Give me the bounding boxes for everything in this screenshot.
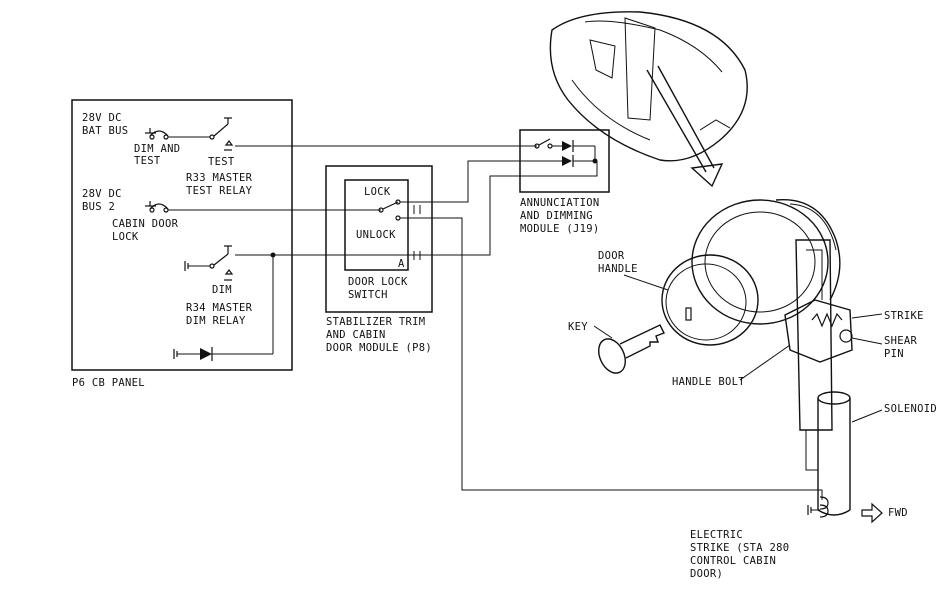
bat-bus-label-1: 28V DC [82,112,122,124]
test-label: TEST [208,156,235,168]
j19-name-3: MODULE (J19) [520,223,599,235]
p8-module-box [325,165,433,313]
p6-cb-panel: 28V DC BAT BUS DIM AND TEST TEST R33 MAS… [71,99,293,389]
wire-dim-to-j19 [235,161,598,256]
key-icon [598,324,665,374]
electric-strike-label-2: STRIKE (STA 280 [690,542,789,554]
key-label: KEY [568,321,588,333]
p6-panel-box [71,99,293,371]
r34-label-1: R34 MASTER [186,302,253,314]
j19-diodes [520,138,598,167]
electric-strike-label-1: ELECTRIC [690,529,743,541]
solenoid-label: SOLENOID [884,403,937,415]
fwd-arrow-icon [861,502,883,524]
dim-test-label-1: DIM AND [134,143,180,155]
junction-dim [270,252,276,258]
electric-strike-ground [807,496,829,518]
bus2-label-2: BUS 2 [82,201,115,213]
shear-pin-label-2: PIN [884,348,904,360]
electric-strike-label-3: CONTROL CABIN [690,555,776,567]
door-lock-switch-box [344,179,409,271]
strike-label: STRIKE [884,310,924,322]
p8-name-2: AND CABIN [326,329,386,341]
p6-panel-name: P6 CB PANEL [72,377,145,389]
wire-unlock-to-strike [400,217,823,500]
shear-pin-label-1: SHEAR [884,335,917,347]
cabin-door-lock-breaker-symbol [145,201,169,213]
r33-label-2: TEST RELAY [186,185,253,197]
door-hardware-illustration [598,198,853,518]
cockpit-view-illustration [549,11,748,188]
door-lock-switch-label-1: DOOR LOCK [348,276,408,288]
p8-name-3: DOOR MODULE (P8) [326,342,432,354]
terminal-a-label: A [398,258,405,270]
wire-lock-to-j19 [400,160,520,203]
door-lock-switch-label-2: SWITCH [348,289,388,301]
diode-ground-symbol [173,255,274,361]
cabin-door-lock-label-2: LOCK [112,231,139,243]
wiring [168,145,823,500]
dim-label: DIM [212,284,232,296]
unlock-label: UNLOCK [356,229,396,241]
door-handle-label-1: DOOR [598,250,625,262]
r33-label-1: R33 MASTER [186,172,253,184]
shear-pin-spring [811,312,853,343]
r34-relay-contact [184,245,234,281]
p8-module: LOCK UNLOCK A DOOR LOCK SWITCH STABILIZE… [325,165,433,354]
door-handle-label-2: HANDLE [598,263,638,275]
fwd-label: FWD [888,507,908,519]
p8-name-1: STABILIZER TRIM [326,316,425,328]
j19-name-1: ANNUNCIATION [520,197,599,209]
j19-name-2: AND DIMMING [520,210,593,222]
bat-bus-label-2: BAT BUS [82,125,128,137]
cabin-door-lock-label-1: CABIN DOOR [112,218,179,230]
dim-test-breaker-symbol [145,128,210,140]
bus2-label-1: 28V DC [82,188,122,200]
handle-bolt-label: HANDLE BOLT [672,376,745,388]
electric-strike-label-4: DOOR) [690,568,723,580]
r34-label-2: DIM RELAY [186,315,246,327]
door-labels: DOOR HANDLE KEY HANDLE BOLT STRIKE SHEAR… [568,250,937,580]
r33-relay-contact [209,117,234,151]
j19-module: ANNUNCIATION AND DIMMING MODULE (J19) [519,129,610,235]
lock-label: LOCK [364,186,391,198]
dim-test-label-2: TEST [134,155,161,167]
